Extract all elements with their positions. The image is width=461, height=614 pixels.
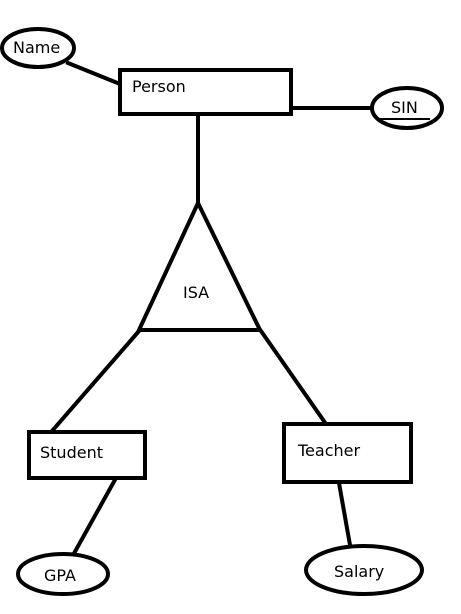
edge-student-gpa (69, 475, 119, 560)
entity-teacher-label: Teacher (297, 441, 360, 460)
entity-student-label: Student (40, 443, 103, 462)
entity-person-label: Person (132, 77, 186, 96)
attribute-salary-label: Salary (334, 562, 384, 581)
relationship-isa-triangle (135, 198, 264, 332)
attribute-salary[interactable]: Salary (304, 544, 424, 596)
attribute-name-label: Name (13, 38, 60, 57)
edge-teacher-salary (336, 480, 353, 548)
entity-person[interactable]: Person (118, 68, 293, 116)
attribute-gpa-ellipse (16, 552, 110, 596)
attribute-name-ellipse (0, 27, 76, 69)
entity-teacher[interactable]: Teacher (282, 422, 413, 484)
relationship-isa-label: ISA (183, 283, 209, 302)
entity-teacher-box (282, 422, 413, 484)
attribute-gpa[interactable]: GPA (16, 552, 110, 596)
edge-name-person (65, 60, 123, 87)
attribute-gpa-label: GPA (44, 566, 76, 585)
entity-person-box (118, 68, 293, 116)
edge-isa-student (49, 328, 142, 434)
entity-student-box (27, 430, 147, 480)
edge-isa-teacher (258, 328, 329, 427)
attribute-name[interactable]: Name (0, 27, 76, 69)
relationship-isa[interactable]: ISA (135, 198, 264, 332)
attribute-salary-ellipse (304, 544, 424, 596)
entity-student[interactable]: Student (27, 430, 147, 480)
attribute-sin[interactable]: SIN (370, 86, 444, 130)
attribute-sin-label: SIN (391, 98, 418, 117)
